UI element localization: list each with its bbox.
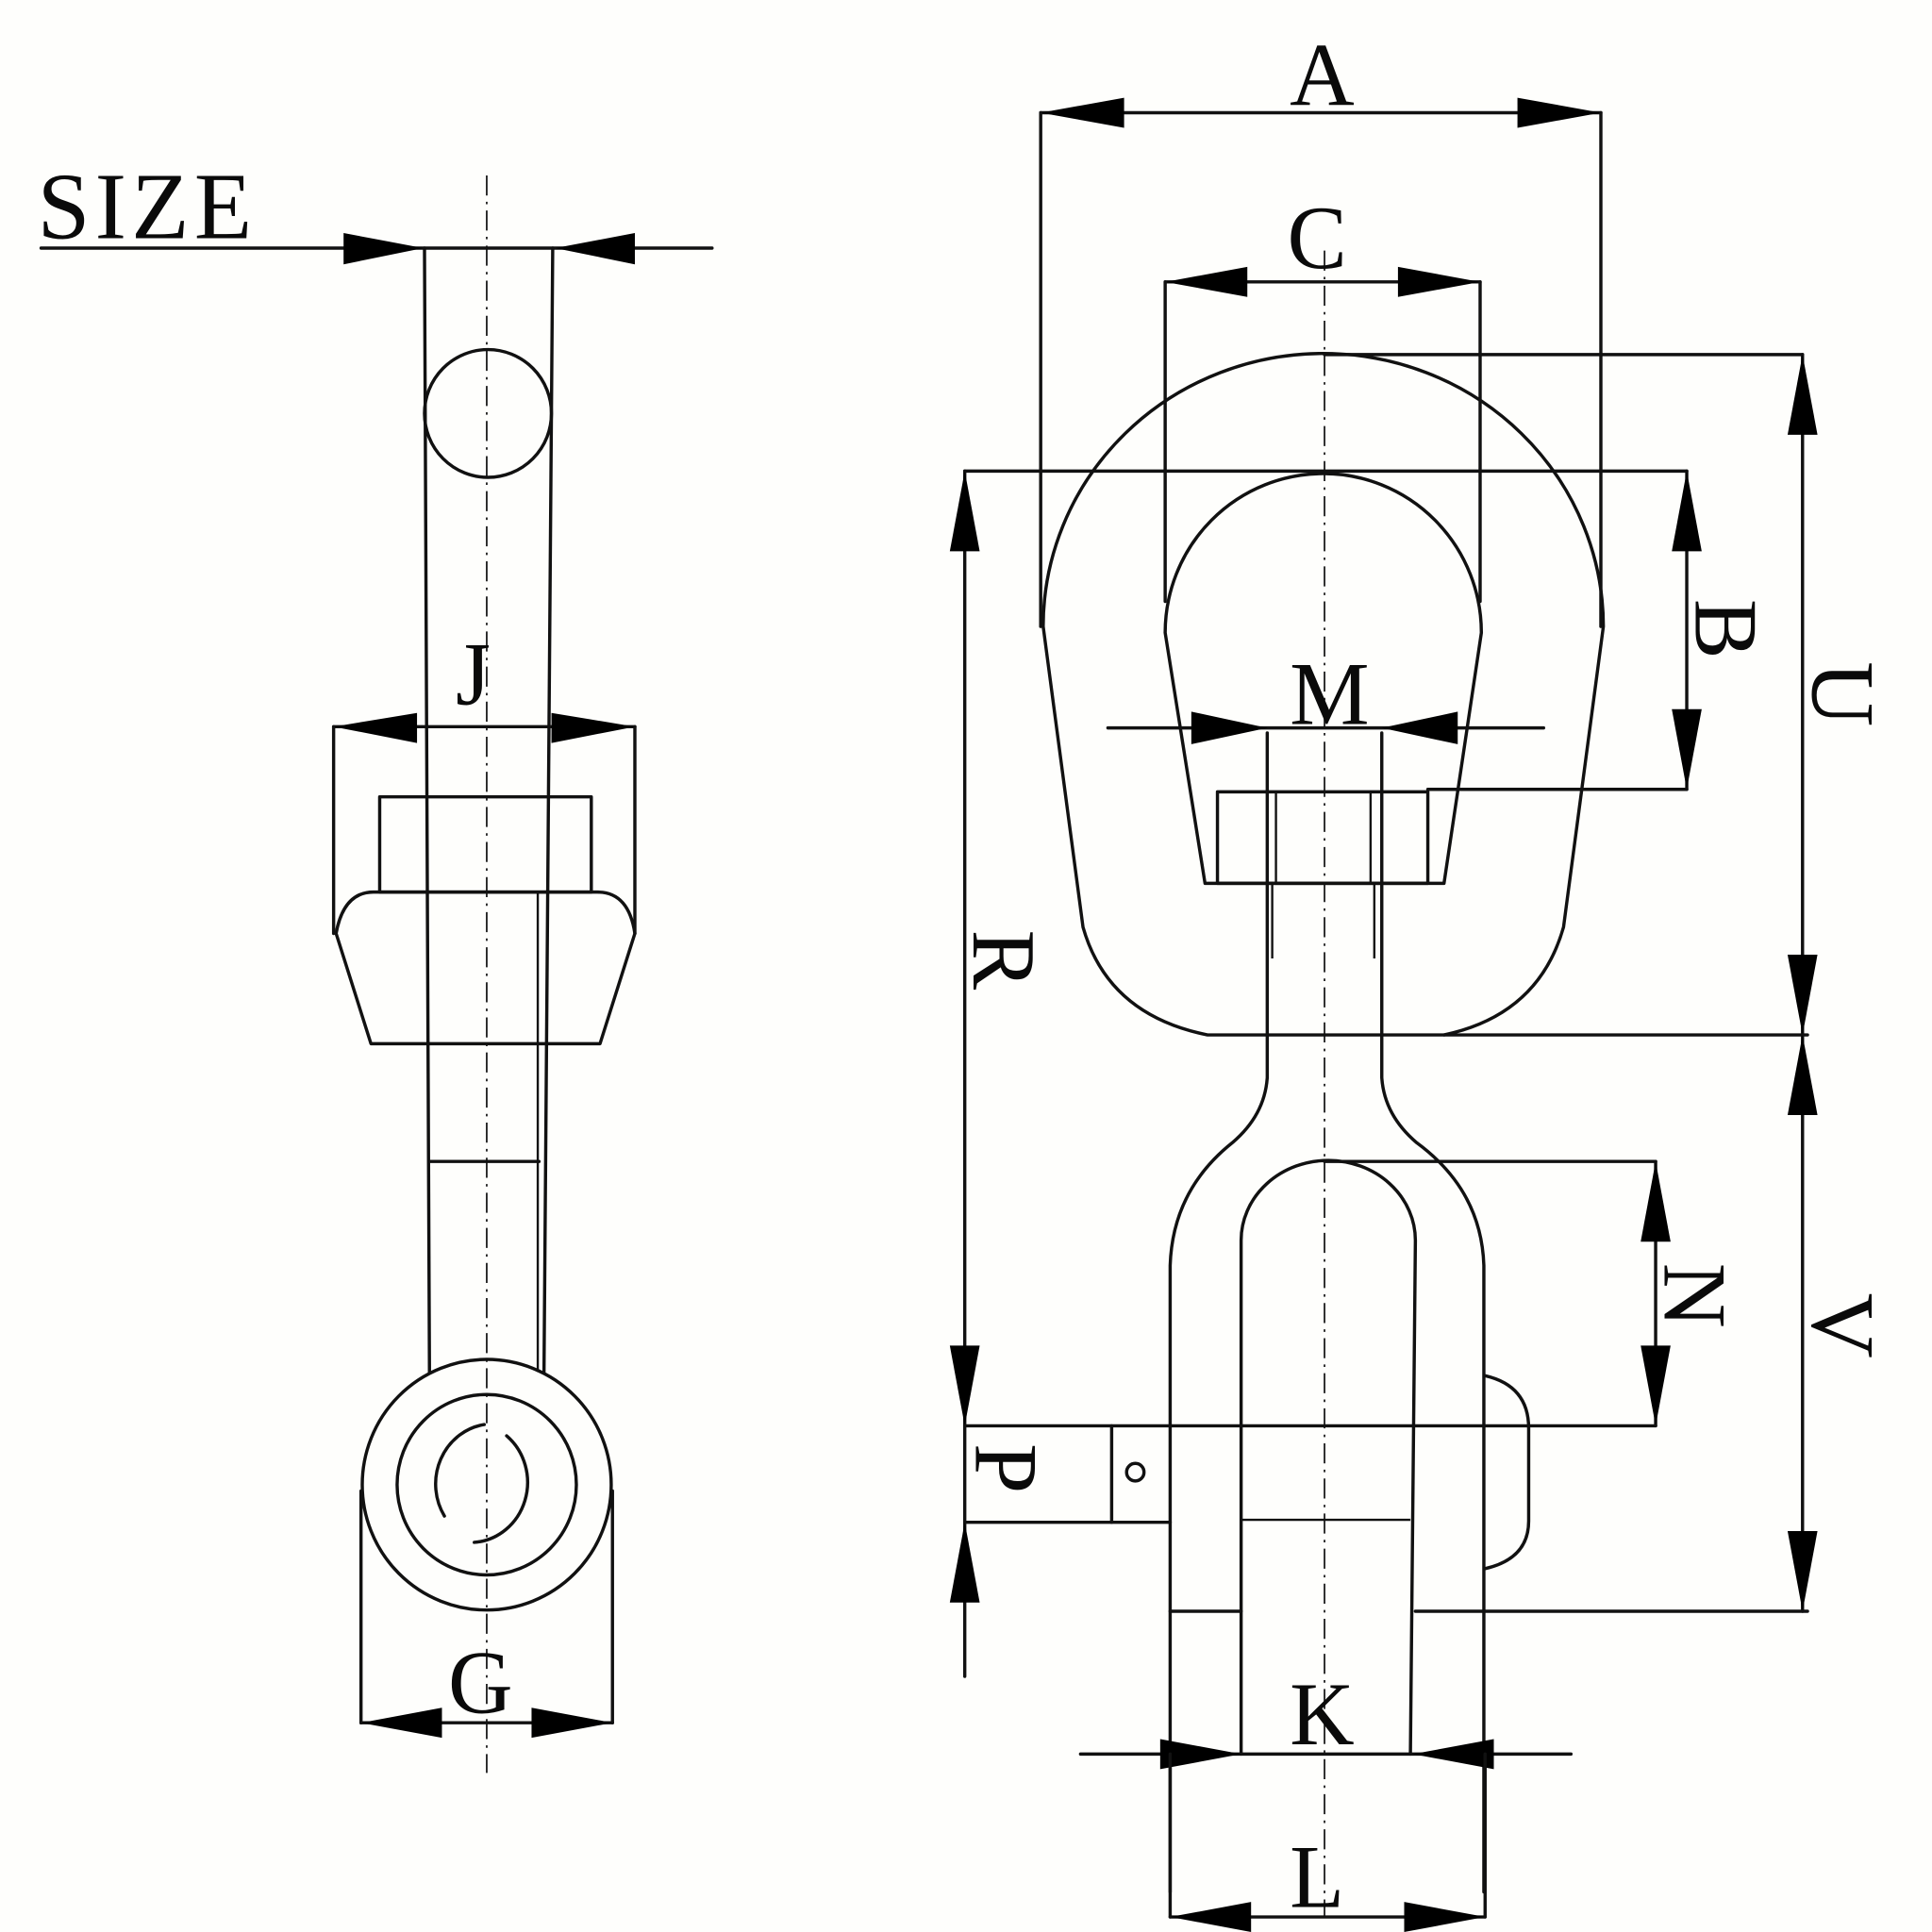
a-arrow-left: [1041, 97, 1124, 128]
pin-head: [1483, 1374, 1531, 1571]
g-arrow-right: [531, 1707, 613, 1739]
j-arrow-right: [551, 712, 635, 743]
k-arrow-left: [1159, 1739, 1241, 1770]
neck-left: [1168, 731, 1270, 1894]
r-arrow-top: [949, 471, 980, 552]
shank-left-edge: [423, 246, 431, 1374]
label-A: A: [1290, 25, 1355, 125]
size-arrow-left: [343, 233, 424, 265]
size-arrow-right: [555, 233, 635, 265]
bolt-hole-circle: [423, 347, 554, 479]
b-arrow-bottom: [1672, 708, 1702, 790]
label-J: J: [456, 624, 491, 724]
label-B: B: [1675, 599, 1775, 659]
n-arrow-top: [1641, 1161, 1671, 1242]
label-U: U: [1792, 661, 1892, 726]
g-arrow-left: [360, 1707, 442, 1739]
label-N: N: [1644, 1263, 1744, 1328]
k-arrow-right: [1412, 1739, 1494, 1770]
label-V: V: [1792, 1293, 1892, 1358]
cotter-hole-icon: [1124, 1461, 1146, 1483]
shank-right-edge: [541, 246, 555, 1374]
label-G: G: [448, 1632, 513, 1732]
label-C: C: [1287, 188, 1346, 288]
eye-middle-circle: [395, 1392, 578, 1577]
a-arrow-right: [1517, 97, 1601, 128]
swivel-nut: [1215, 790, 1430, 886]
m-arrow-right: [1381, 711, 1458, 744]
c-arrow-right: [1397, 266, 1480, 297]
v-arrow-top: [1787, 1035, 1818, 1116]
j-arrow-left: [333, 712, 418, 743]
front-view: A C M B: [949, 25, 1892, 1932]
eye-outer-circle: [360, 1357, 613, 1612]
p-arrow-bottom: [949, 1522, 980, 1603]
label-R: R: [954, 929, 1054, 990]
r-arrow-bottom: [949, 1345, 980, 1426]
eye-inner-arc-right: [473, 1434, 529, 1544]
u-arrow-bottom: [1787, 955, 1818, 1036]
c-arrow-left: [1165, 266, 1248, 297]
eye-inner-arc-left: [434, 1423, 487, 1518]
label-L: L: [1290, 1826, 1344, 1926]
label-P: P: [957, 1443, 1057, 1493]
n-arrow-bottom: [1641, 1345, 1671, 1426]
side-view: SIZE J G: [38, 153, 714, 1774]
l-arrow-right: [1404, 1902, 1486, 1932]
b-arrow-top: [1672, 471, 1702, 552]
m-arrow-left: [1191, 711, 1268, 744]
neck-right: [1380, 731, 1486, 1894]
collar: [334, 890, 637, 1046]
v-arrow-bottom: [1787, 1530, 1818, 1611]
u-arrow-top: [1787, 354, 1818, 435]
swivel-eye-inner: [1163, 472, 1484, 886]
label-K: K: [1290, 1664, 1355, 1764]
l-arrow-left: [1170, 1902, 1252, 1932]
size-label: SIZE: [38, 153, 258, 258]
